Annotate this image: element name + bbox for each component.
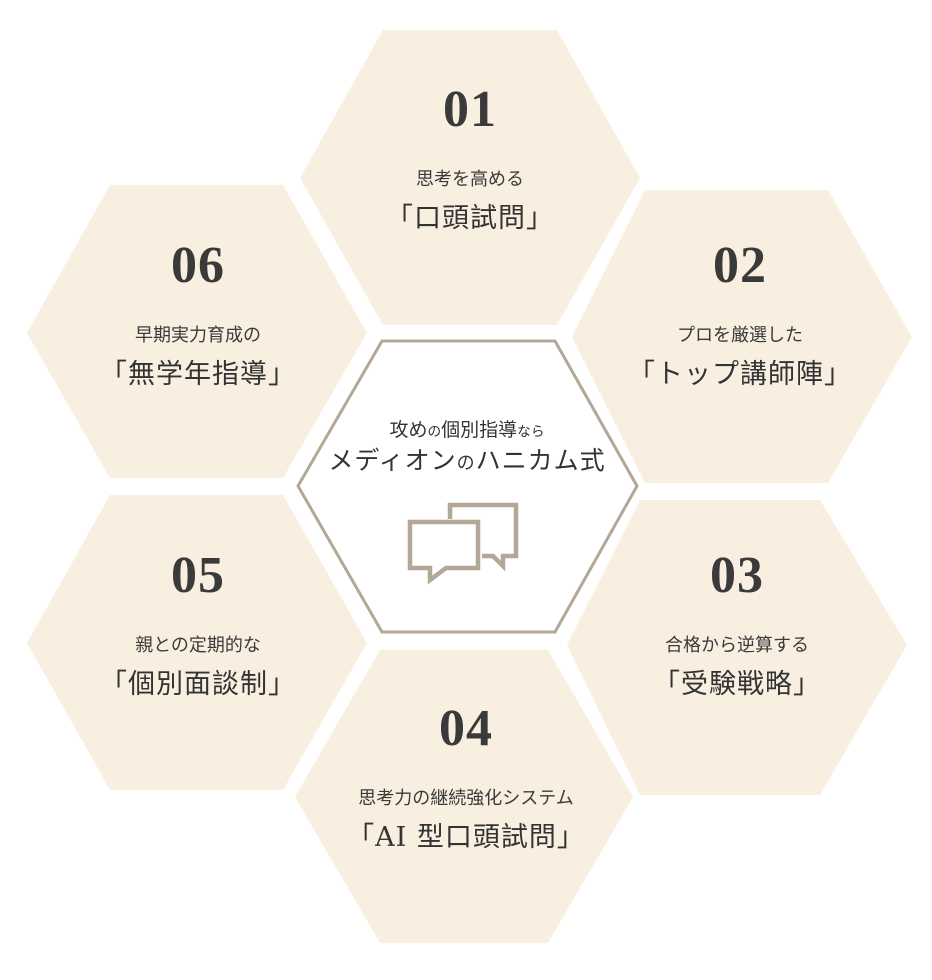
hexagon-04-shape — [295, 650, 633, 943]
center-line1-part-d: なら — [517, 424, 545, 440]
center-line2-part-b: の — [456, 453, 476, 474]
hexagon-06: 06 早期実力育成の 「無学年指導」 — [100, 240, 296, 390]
center-line1-part-b: の — [427, 424, 442, 440]
hexagon-03-subtitle: 合格から逆算する — [665, 635, 809, 656]
hexagon-01-number: 01 — [443, 81, 497, 138]
hexagon-06-shape — [27, 185, 367, 478]
hexagon-06-number: 06 — [171, 237, 225, 294]
center-title: 攻めの個別指導なら メディオンのハニカム式 — [328, 418, 605, 479]
hexagon-03-number: 03 — [710, 547, 764, 604]
hexagon-04-number: 04 — [439, 700, 493, 757]
hexagon-05-subtitle: 親との定期的な — [135, 635, 261, 656]
hexagon-01-title: 「口頭試問」 — [386, 203, 554, 234]
center-line1-part-c: 個別指導 — [441, 419, 518, 441]
hexagon-02-shape — [572, 190, 912, 483]
hexagon-05-number: 05 — [171, 547, 225, 604]
hexagon-05: 05 親との定期的な 「個別面談制」 — [100, 550, 296, 700]
hexagon-02-title: 「トップ講師陣」 — [628, 359, 852, 390]
hexagon-05-shape — [27, 495, 367, 790]
hexagon-01-shape — [300, 30, 640, 325]
hexagon-03-shape — [567, 500, 907, 795]
hexagon-01: 01 思考を高める 「口頭試問」 — [386, 84, 554, 234]
hexagon-01-subtitle: 思考を高める — [416, 169, 524, 190]
chat-bubbles-icon — [407, 502, 519, 585]
hexagon-02-subtitle: プロを厳選した — [677, 325, 803, 346]
hexagon-06-title: 「無学年指導」 — [100, 359, 296, 390]
hexagon-04-subtitle: 思考力の継続強化システム — [358, 788, 574, 809]
hexagon-05-title: 「個別面談制」 — [100, 669, 296, 700]
center-line1-part-a: 攻め — [389, 419, 428, 441]
center-title-line2: メディオンのハニカム式 — [328, 446, 605, 479]
hexagon-02: 02 プロを厳選した 「トップ講師陣」 — [628, 240, 852, 390]
hexagon-04: 04 思考力の継続強化システム 「AI 型口頭試問」 — [347, 703, 585, 853]
hexagon-03: 03 合格から逆算する 「受験戦略」 — [653, 550, 821, 700]
hexagon-03-title: 「受験戦略」 — [653, 669, 821, 700]
center-line2-part-c: ハニカム式 — [475, 446, 606, 475]
center-hexagon-shape — [296, 339, 639, 634]
center-line2-part-a: メディオン — [328, 446, 457, 475]
center-title-line1: 攻めの個別指導なら — [328, 418, 605, 444]
hexagon-04-title: 「AI 型口頭試問」 — [347, 822, 585, 853]
hexagon-06-subtitle: 早期実力育成の — [135, 325, 261, 346]
hexagon-02-number: 02 — [713, 237, 767, 294]
